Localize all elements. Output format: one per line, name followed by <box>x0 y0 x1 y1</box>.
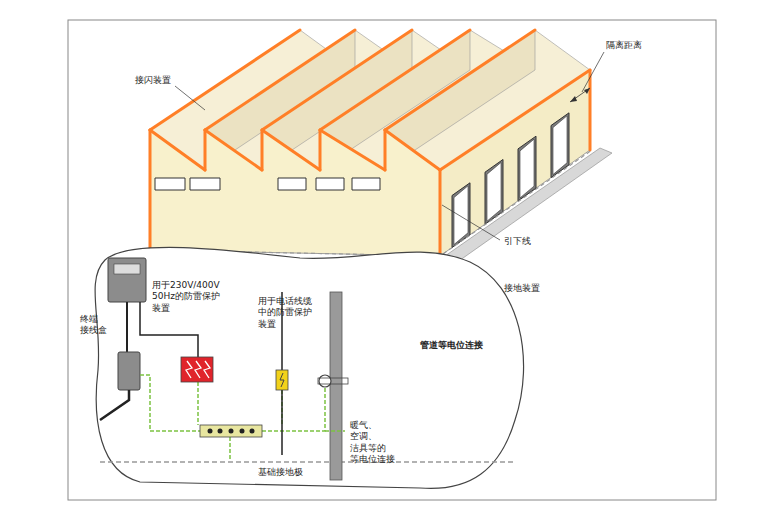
callout-label: 基础接地极 <box>258 467 303 478</box>
callout-label: 暖气、空调、洁具等的 等电位连接 <box>350 420 395 465</box>
air-termination <box>205 130 262 170</box>
air-termination <box>319 130 322 170</box>
air-termination <box>384 130 387 170</box>
door <box>518 136 536 201</box>
air-termination <box>320 130 385 170</box>
callout-label: 接闪装置 <box>135 75 171 86</box>
down-conductor <box>439 170 442 256</box>
air-termination <box>262 130 320 170</box>
front-wall <box>150 130 440 256</box>
window <box>352 178 380 190</box>
door-panel <box>454 186 468 245</box>
down-conductor <box>589 70 592 150</box>
door <box>452 183 470 248</box>
window <box>190 178 220 190</box>
air-termination <box>385 130 440 170</box>
door <box>485 159 503 224</box>
callout-label: 接地装置 <box>504 283 540 294</box>
air-termination <box>205 30 355 130</box>
callout-label: 终端 接线盒 <box>80 314 107 337</box>
callout-label: 管道等电位连接 <box>420 340 483 351</box>
callout-label: 隔离距离 <box>606 40 642 51</box>
door-panel <box>520 139 534 198</box>
down-conductor <box>149 130 152 250</box>
air-termination <box>204 130 207 170</box>
window <box>278 178 306 190</box>
air-termination <box>320 30 470 130</box>
callout-label: 引下线 <box>504 236 531 247</box>
air-termination <box>262 30 412 130</box>
callout-label: 用于电话线缆 中的防雷保护 装置 <box>258 296 312 330</box>
air-termination <box>385 30 535 130</box>
side-wall <box>440 70 590 256</box>
callout-label: 用于230V/400V 50Hz的防雷保护 装置 <box>152 280 220 314</box>
window <box>155 178 185 190</box>
door-panel <box>487 162 501 221</box>
air-termination <box>261 130 264 170</box>
air-termination <box>150 130 205 170</box>
window <box>316 178 344 190</box>
door-panel <box>553 116 567 175</box>
